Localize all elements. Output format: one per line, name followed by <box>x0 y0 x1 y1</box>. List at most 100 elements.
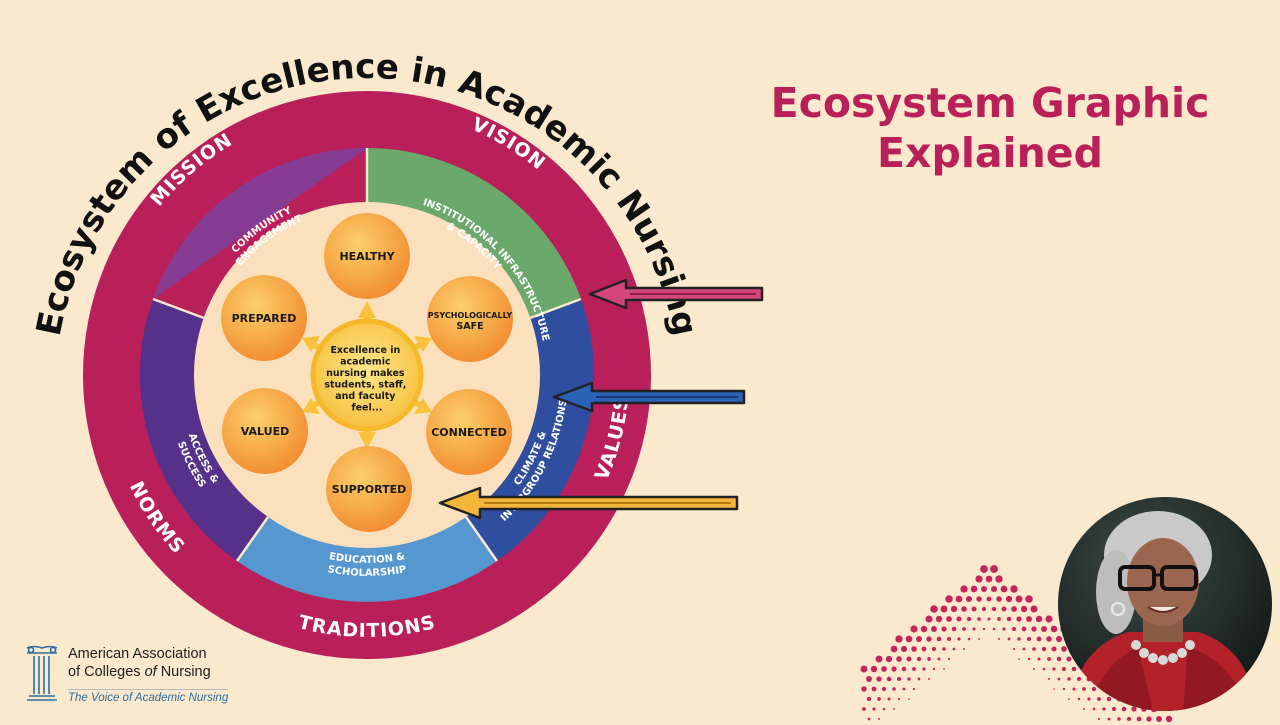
decor-dot <box>912 687 916 691</box>
decor-dot <box>893 708 895 710</box>
decor-dot <box>1012 627 1016 631</box>
decor-dot <box>910 625 918 633</box>
decor-dot <box>986 596 992 602</box>
ball-connected-label: CONNECTED <box>431 426 507 439</box>
decor-dot <box>897 677 901 681</box>
decor-dot <box>860 665 868 673</box>
decor-dot <box>1037 657 1041 661</box>
decor-dot <box>996 596 1002 602</box>
decor-dot <box>1047 677 1051 681</box>
decor-dot <box>1000 585 1008 593</box>
decor-dot <box>992 627 996 631</box>
ball-valued-label: VALUED <box>241 425 289 438</box>
decor-dot <box>950 605 958 613</box>
logo-name: American Association of Colleges of Nurs… <box>68 645 211 681</box>
decor-dot <box>1017 637 1021 641</box>
decor-dot <box>980 565 988 573</box>
decor-dot <box>952 647 956 651</box>
decor-dot <box>928 678 930 680</box>
decor-dot <box>1091 686 1097 692</box>
decor-dot <box>937 657 941 661</box>
ball-healthy-label: HEALTHY <box>339 250 395 263</box>
label-education-2: SCHOLARSHIP <box>327 564 407 579</box>
decor-dot <box>1131 706 1137 712</box>
decor-dot <box>887 697 891 701</box>
decor-dot <box>956 616 962 622</box>
decor-dot <box>936 636 942 642</box>
ball-prepared-label: PREPARED <box>232 312 297 325</box>
decor-dot <box>1031 626 1037 632</box>
decor-dot <box>1007 637 1011 641</box>
decor-dot <box>1051 646 1057 652</box>
decor-dot <box>1036 636 1042 642</box>
decor-dot <box>943 668 945 670</box>
decor-dot <box>1112 707 1116 711</box>
decor-dot <box>1033 668 1035 670</box>
decor-dot <box>1030 605 1038 613</box>
ball-connected <box>426 389 512 475</box>
decor-dot <box>998 638 1000 640</box>
decor-dot <box>917 677 921 681</box>
decor-dot <box>916 656 922 662</box>
decor-dot <box>1047 657 1051 661</box>
decor-dot <box>985 575 993 583</box>
decor-dot <box>866 676 872 682</box>
decor-dot <box>921 646 927 652</box>
slide-heading: Ecosystem Graphic Explained <box>740 78 1240 178</box>
decor-dot <box>911 646 917 652</box>
decor-dot <box>1041 646 1047 652</box>
decor-dot <box>906 656 912 662</box>
decor-dot <box>1012 647 1016 651</box>
decor-dot <box>875 655 883 663</box>
decor-dot <box>960 585 968 593</box>
decor-dot <box>1026 636 1032 642</box>
arrow-yellow <box>438 486 739 520</box>
decor-dot <box>920 625 928 633</box>
decor-dot <box>927 657 931 661</box>
slide-heading-line-2: Explained <box>877 129 1103 178</box>
decor-dot <box>1136 716 1142 722</box>
arrow-blue <box>552 381 746 413</box>
decor-dot <box>1102 707 1106 711</box>
decor-dot <box>1066 656 1072 662</box>
decor-dot <box>1041 626 1047 632</box>
decor-dot <box>926 636 932 642</box>
decor-dot <box>866 696 872 702</box>
ball-valued <box>222 388 308 474</box>
decor-dot <box>915 635 923 643</box>
decor-dot <box>907 677 911 681</box>
decor-dot <box>1010 585 1018 593</box>
decor-dot <box>990 565 998 573</box>
decor-dot <box>1052 667 1056 671</box>
decor-dot <box>1050 625 1058 633</box>
decor-dot <box>901 666 907 672</box>
decor-dot <box>947 657 951 661</box>
decor-dot <box>1042 667 1046 671</box>
decor-dot <box>1061 646 1067 652</box>
presenter-image <box>1058 497 1272 711</box>
decor-dot <box>871 686 877 692</box>
decor-dot <box>995 575 1003 583</box>
decor-dot <box>908 698 910 700</box>
decor-dot <box>912 667 916 671</box>
decor-dot <box>1053 688 1055 690</box>
decor-dot <box>886 676 892 682</box>
decor-dot <box>896 656 902 662</box>
decor-dot <box>1146 716 1152 722</box>
decor-dot <box>900 645 908 653</box>
decor-dot <box>902 687 906 691</box>
decor-dot <box>876 676 882 682</box>
decor-dot <box>945 595 953 603</box>
decor-dot <box>942 647 946 651</box>
decor-dot <box>981 586 987 592</box>
decor-dot <box>1002 627 1006 631</box>
segment-community <box>153 148 367 299</box>
decor-dot <box>882 707 886 711</box>
decor-dot <box>931 626 937 632</box>
decor-dot <box>892 687 896 691</box>
decor-dot <box>1087 697 1091 701</box>
decor-dot <box>1097 697 1101 701</box>
decor-dot <box>930 605 938 613</box>
